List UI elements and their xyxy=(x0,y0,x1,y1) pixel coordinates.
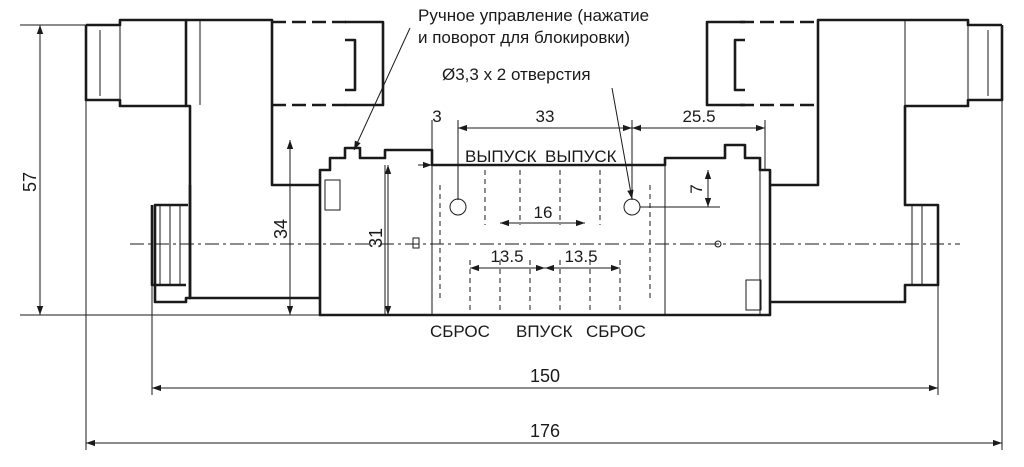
dim-offset-small: 3 xyxy=(432,107,441,126)
port-outlet-left-label: ВЫПУСК xyxy=(465,147,537,166)
port-exhaust-right-label: СБРОС xyxy=(586,322,646,341)
holes-leader xyxy=(611,87,634,200)
holes-label: Ø3,3 x 2 отверстия xyxy=(442,65,591,84)
dim-hole-spacing-top: 33 xyxy=(536,107,555,126)
valve-body xyxy=(318,143,772,317)
dimension-lines xyxy=(20,24,1003,450)
dim-port-pitch-right: 13.5 xyxy=(564,247,597,266)
dim-overall-height: 57 xyxy=(20,172,40,192)
dim-body-length: 150 xyxy=(530,366,560,386)
dim-overall-length: 176 xyxy=(530,421,560,441)
dim-port-spacing: 16 xyxy=(534,203,553,222)
right-solenoid xyxy=(705,18,1004,304)
manual-override-leader xyxy=(353,27,411,151)
left-solenoid xyxy=(84,18,385,304)
dim-body-height: 34 xyxy=(271,219,291,239)
port-inlet-label: ВПУСК xyxy=(516,322,573,341)
manual-override-label-1: Ручное управление (нажатие xyxy=(418,6,649,25)
dim-port-pitch-left: 13.5 xyxy=(490,247,523,266)
port-outlet-right-label: ВЫПУСК xyxy=(545,147,617,166)
dim-valve-height: 31 xyxy=(366,228,386,248)
dim-hole-offset-right: 25.5 xyxy=(682,107,715,126)
port-exhaust-left-label: СБРОС xyxy=(430,322,490,341)
manual-override-label-2: и поворот для блокировки) xyxy=(418,28,630,47)
dim-hole-height: 7 xyxy=(687,184,706,193)
